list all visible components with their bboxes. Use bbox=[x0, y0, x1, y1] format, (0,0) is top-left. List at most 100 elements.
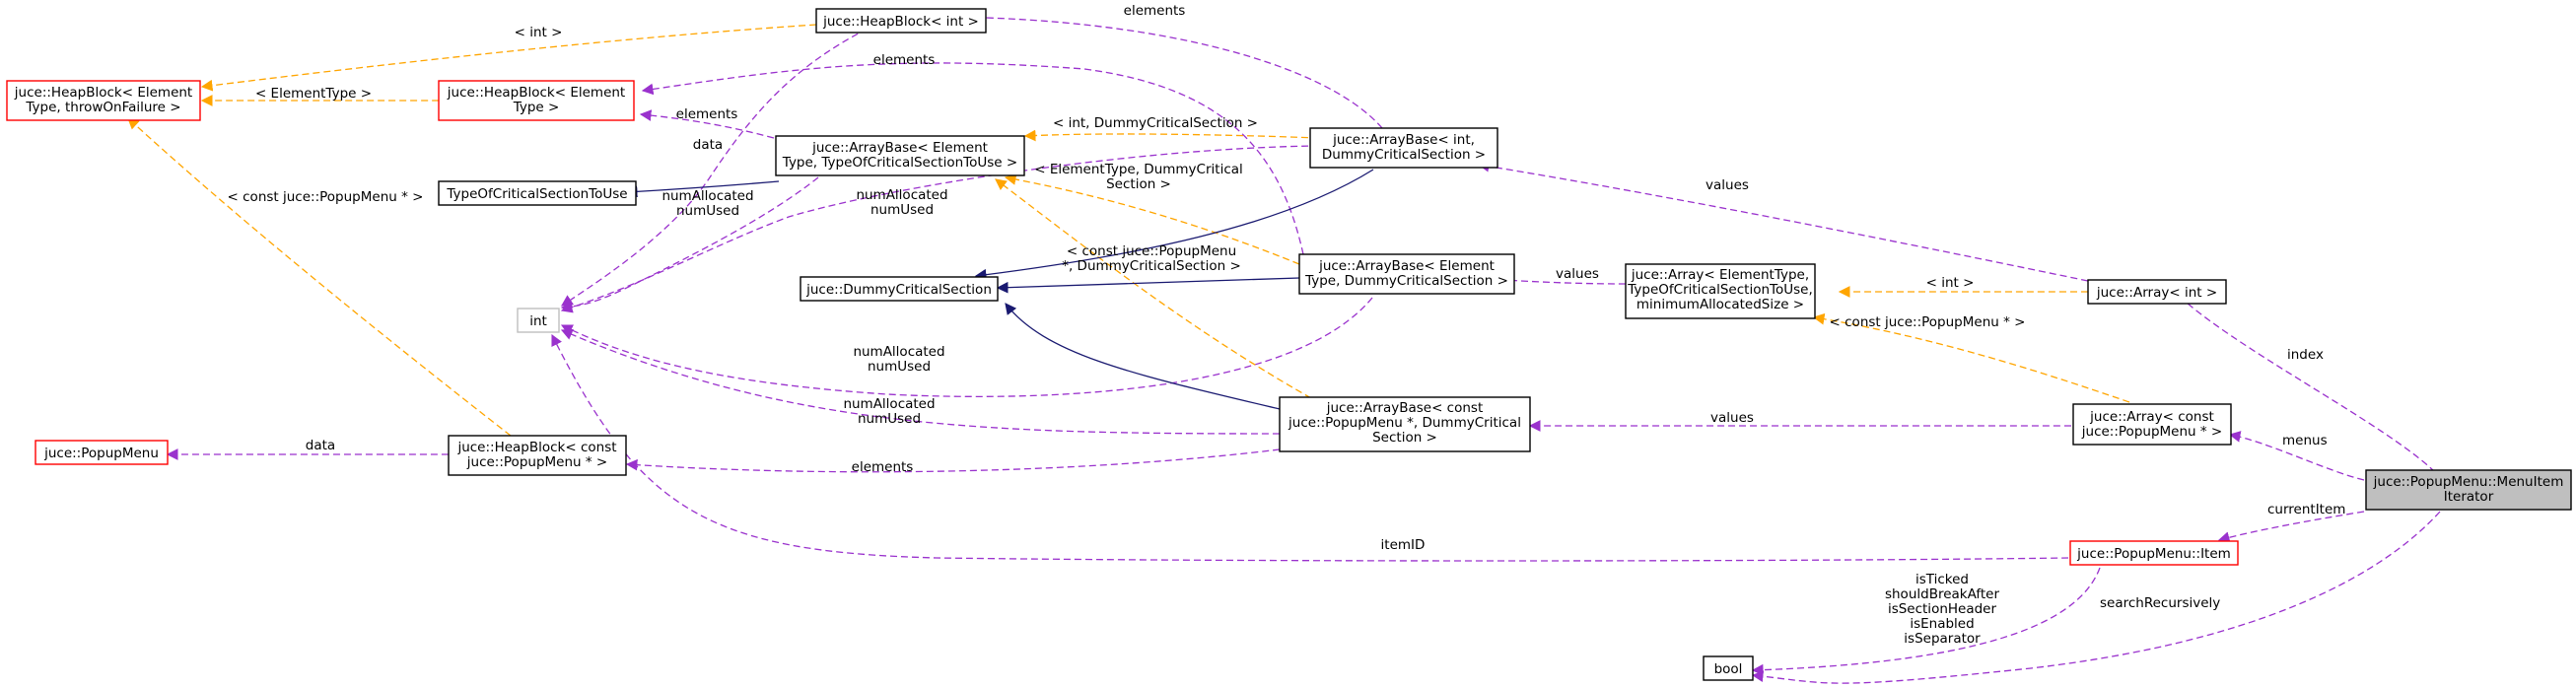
node-dummy-critical-section[interactable]: juce::DummyCriticalSection bbox=[800, 276, 999, 302]
edge-elements-int bbox=[984, 12, 1383, 129]
text-line: juce::HeapBlock< int > bbox=[822, 14, 979, 30]
edge-num-elementtype-dummy bbox=[560, 297, 1373, 397]
text-line: numAllocated bbox=[843, 396, 935, 412]
text-line: values bbox=[1710, 410, 1754, 426]
edge-inherit-generic bbox=[625, 180, 780, 198]
edge-labels: index menus currentItem searchRecursivel… bbox=[228, 3, 2346, 647]
label-elements-elementtype-dummy: elements bbox=[873, 52, 936, 68]
edge-tmpl-elementtype-dummy bbox=[1004, 173, 1300, 265]
svg-text:juce::HeapBlock< int >: juce::HeapBlock< int > bbox=[822, 14, 979, 30]
edge-tmpl-int-dummy bbox=[1023, 129, 1320, 142]
text-line: < const juce::PopupMenu bbox=[1067, 243, 1236, 259]
node-array-elementtype[interactable]: juce::Array< ElementType,TypeOfCriticalS… bbox=[1625, 263, 1816, 319]
label-index: index bbox=[2287, 347, 2324, 363]
edge-inherit-arraybase-popupmenu bbox=[1005, 303, 1281, 410]
edge-index bbox=[2174, 291, 2436, 473]
text-line: < int > bbox=[1926, 275, 1975, 291]
svg-text:juce::PopupMenu: juce::PopupMenu bbox=[43, 446, 159, 461]
label-tmpl-arraybase-popupmenu: < const juce::PopupMenu*, DummyCriticalS… bbox=[1062, 243, 1241, 274]
edge-elements-popupmenu bbox=[625, 448, 1281, 473]
text-line: minimumAllocatedSize > bbox=[1636, 297, 1804, 312]
svg-text:bool: bool bbox=[1714, 661, 1743, 677]
text-line: numUsed bbox=[868, 359, 931, 375]
edge-num-popupmenu bbox=[560, 328, 1281, 435]
label-elements-popupmenu: elements bbox=[852, 459, 914, 475]
text-line: juce::DummyCriticalSection bbox=[805, 282, 992, 298]
node-int[interactable]: int bbox=[517, 308, 560, 333]
text-line: isSectionHeader bbox=[1888, 601, 1997, 617]
edge-num-generic bbox=[560, 176, 819, 313]
edge-inherit-elementtype-dummy bbox=[996, 277, 1300, 294]
text-line: index bbox=[2287, 347, 2324, 363]
text-line: juce::ArrayBase< const bbox=[1326, 400, 1484, 416]
node-arraybase-int[interactable]: juce::ArrayBase< int,DummyCriticalSectio… bbox=[1309, 127, 1498, 169]
text-line: numAllocated bbox=[661, 188, 753, 204]
edges bbox=[127, 12, 2441, 684]
text-line: < ElementType, DummyCritical bbox=[1034, 162, 1243, 177]
text-line: bool bbox=[1714, 661, 1743, 677]
label-tmpl-const-popupmenu: < const juce::PopupMenu * > bbox=[1830, 314, 2026, 330]
text-line: numAllocated bbox=[853, 344, 944, 360]
text-line: isTicked bbox=[1915, 572, 1969, 587]
text-line: isEnabled bbox=[1910, 616, 1974, 632]
text-line: Type, TypeOfCriticalSectionToUse > bbox=[782, 155, 1017, 171]
text-line: juce::HeapBlock< const bbox=[456, 440, 616, 455]
svg-text:juce::HeapBlock< ElementType,: juce::HeapBlock< ElementType, throwOnFai… bbox=[14, 85, 192, 115]
text-line: elements bbox=[676, 106, 738, 122]
svg-text:juce::HeapBlock< ElementType >: juce::HeapBlock< ElementType > bbox=[447, 85, 625, 115]
node-heapblock-int[interactable]: juce::HeapBlock< int > bbox=[815, 8, 987, 34]
edge-item-id bbox=[551, 333, 2069, 562]
text-line: juce::Array< int > bbox=[2096, 285, 2217, 301]
svg-text:juce::Array< ElementType,TypeO: juce::Array< ElementType,TypeOfCriticalS… bbox=[1627, 267, 1812, 312]
text-line: juce::ArrayBase< Element bbox=[1318, 258, 1495, 274]
text-line: Type, throwOnFailure > bbox=[25, 100, 180, 115]
svg-text:juce::DummyCriticalSection: juce::DummyCriticalSection bbox=[805, 282, 992, 298]
svg-text:int: int bbox=[529, 313, 547, 329]
node-array-int[interactable]: juce::Array< int > bbox=[2087, 279, 2227, 305]
node-type-of-critical-section[interactable]: TypeOfCriticalSectionToUse bbox=[438, 180, 637, 206]
node-popupmenu-item[interactable]: juce::PopupMenu::Item bbox=[2069, 540, 2239, 566]
svg-text:juce::ArrayBase< ElementType,: juce::ArrayBase< ElementType, TypeOfCrit… bbox=[782, 140, 1017, 171]
text-line: juce::HeapBlock< Element bbox=[447, 85, 625, 101]
text-line: juce::Array< const bbox=[2089, 409, 2214, 425]
text-line: isSeparator bbox=[1904, 631, 1981, 647]
svg-text:juce::ArrayBase< ElementType,: juce::ArrayBase< ElementType, DummyCriti… bbox=[1304, 258, 1508, 289]
edge-data-int bbox=[561, 28, 869, 307]
text-line: juce::ArrayBase< int, bbox=[1332, 132, 1475, 148]
edge-item-flags bbox=[1751, 567, 2101, 676]
text-line: juce::Array< ElementType, bbox=[1631, 267, 1809, 283]
text-line: elements bbox=[1124, 3, 1186, 19]
text-line: juce::PopupMenu::MenuItem bbox=[2373, 474, 2564, 490]
edge-tmpl-const-popupmenu-heap bbox=[127, 117, 512, 437]
edge-num-int bbox=[560, 145, 1320, 313]
node-bool[interactable]: bool bbox=[1703, 655, 1754, 681]
text-line: juce::PopupMenu * > bbox=[2081, 424, 2222, 440]
text-line: Type, DummyCriticalSection > bbox=[1304, 273, 1508, 289]
edge-values-int bbox=[1477, 160, 2089, 282]
text-line: elements bbox=[852, 459, 914, 475]
node-popupmenu[interactable]: juce::PopupMenu bbox=[35, 440, 169, 465]
text-line: Type > bbox=[513, 100, 560, 115]
text-line: juce::PopupMenu *, DummyCritical bbox=[1288, 415, 1521, 431]
edge-inherit-int bbox=[974, 169, 1374, 281]
text-line: juce::HeapBlock< Element bbox=[14, 85, 192, 101]
text-line: juce::PopupMenu bbox=[43, 446, 159, 461]
label-search-recursively: searchRecursively bbox=[2100, 595, 2220, 611]
label-values-elementtype: values bbox=[1556, 266, 1599, 282]
